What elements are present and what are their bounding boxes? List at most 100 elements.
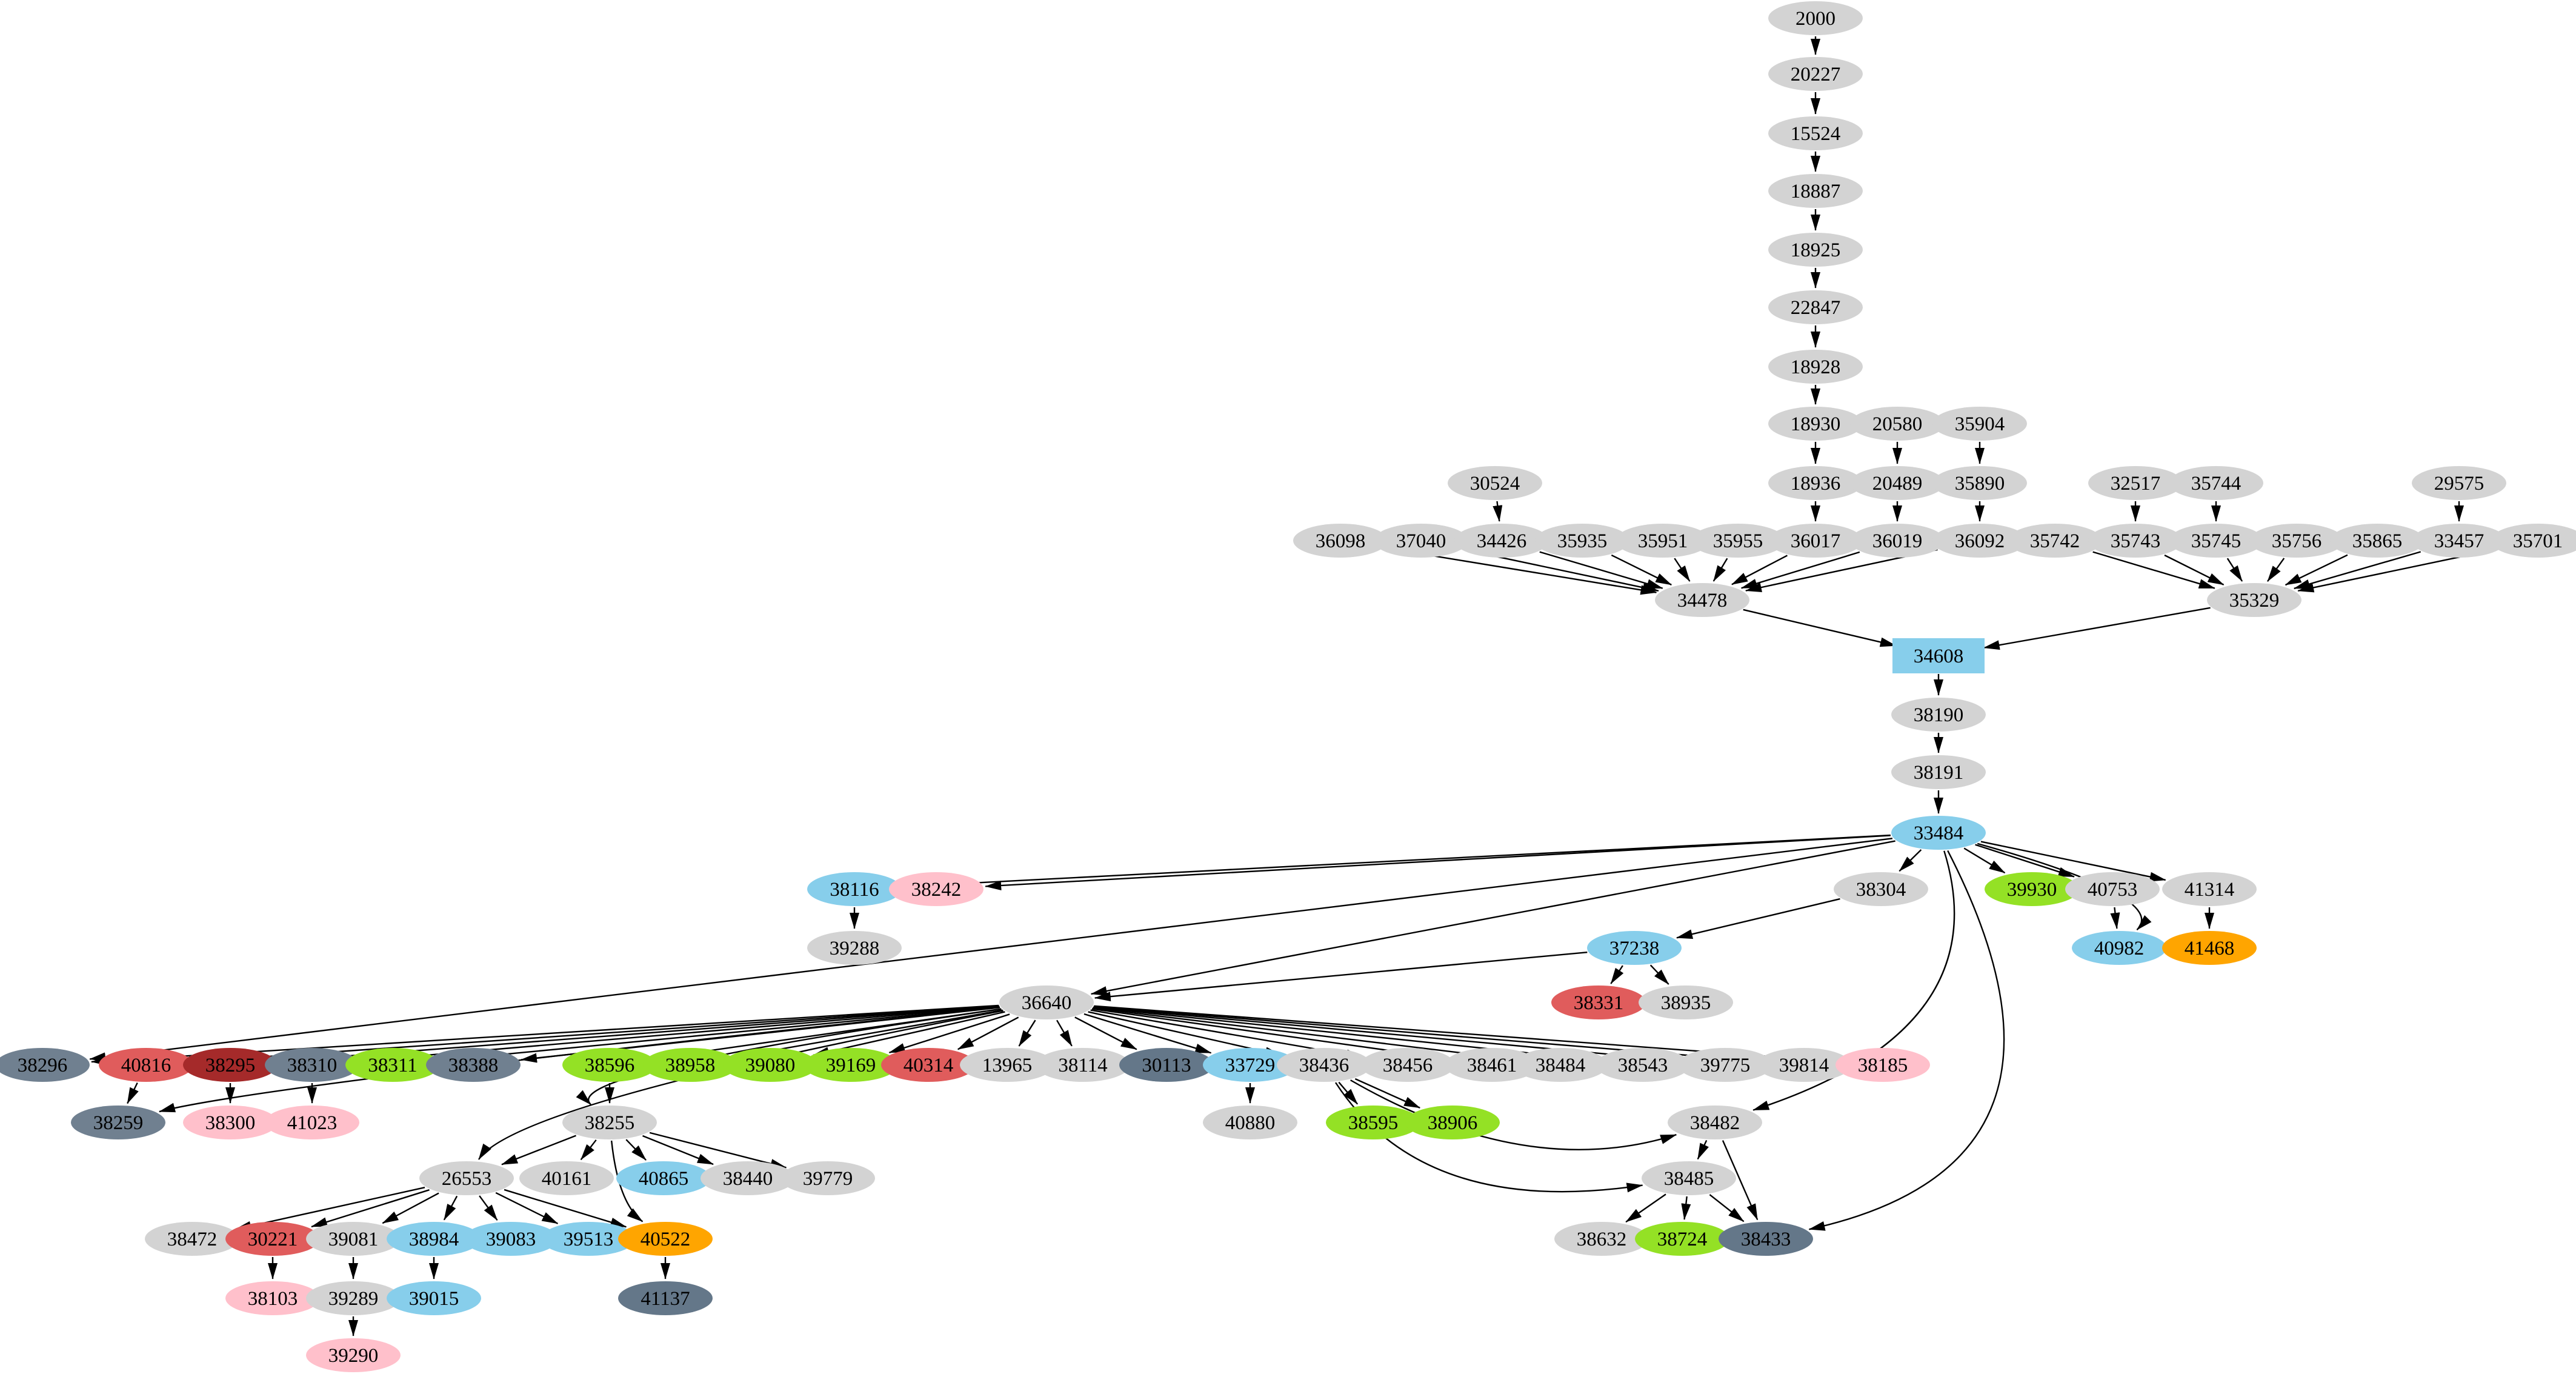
node-label: 36017 — [1791, 530, 1841, 552]
node-label: 37040 — [1396, 530, 1446, 552]
node-label: 39779 — [803, 1168, 853, 1190]
node-ellipse-shape — [807, 931, 902, 965]
node-33484: 33484 — [1891, 816, 1986, 850]
node-label: 39080 — [745, 1055, 796, 1076]
node-ellipse-shape — [807, 872, 902, 906]
node-18930: 18930 — [1768, 407, 1863, 441]
node-label: 35742 — [2030, 530, 2080, 552]
node-ellipse-shape — [387, 1222, 481, 1256]
node-label: 39015 — [409, 1288, 459, 1310]
node-36017: 36017 — [1768, 524, 1863, 558]
node-38958: 38958 — [643, 1048, 737, 1082]
edge-35743-35329 — [2164, 554, 2225, 585]
node-ellipse-shape — [2162, 872, 2257, 906]
edge-36640-38484 — [1092, 1007, 1514, 1062]
node-ellipse-shape — [183, 1048, 278, 1082]
node-label: 36098 — [1316, 530, 1366, 552]
node-39083: 39083 — [464, 1222, 558, 1256]
node-ellipse-shape — [1768, 290, 1863, 324]
node-ellipse-shape — [2088, 466, 2183, 500]
node-38433: 38433 — [1719, 1222, 1813, 1256]
node-39169: 39169 — [804, 1048, 898, 1082]
node-38632: 38632 — [1554, 1222, 1649, 1256]
node-ellipse-shape — [618, 1281, 713, 1315]
node-38300: 38300 — [183, 1106, 278, 1139]
edge-26553-40522 — [504, 1189, 627, 1228]
node-ellipse-shape — [225, 1222, 320, 1256]
edge-38255-40522 — [610, 1140, 644, 1222]
node-label: 33457 — [2434, 530, 2484, 552]
node-label: 38984 — [409, 1229, 459, 1250]
edge-26553-39513 — [495, 1192, 559, 1224]
node-22847: 22847 — [1768, 290, 1863, 324]
edge-38436-38482 — [1350, 1079, 1677, 1151]
node-label: 38440 — [723, 1168, 773, 1190]
node-ellipse-shape — [1850, 407, 1945, 441]
node-label: 38259 — [93, 1112, 144, 1134]
node-40522: 40522 — [618, 1222, 713, 1256]
node-35904: 35904 — [1932, 407, 2027, 441]
edge-33484-36640 — [1090, 840, 1895, 996]
node-ellipse-shape — [2330, 524, 2425, 558]
node-label: 38388 — [448, 1055, 499, 1076]
node-39775: 39775 — [1678, 1048, 1772, 1082]
node-39288: 39288 — [807, 931, 902, 965]
node-ellipse-shape — [780, 1161, 875, 1195]
node-33729: 33729 — [1203, 1048, 1297, 1082]
node-ellipse-shape — [618, 1222, 713, 1256]
node-36092: 36092 — [1932, 524, 2027, 558]
node-ellipse-shape — [1277, 1048, 1371, 1082]
node-label: 13965 — [982, 1055, 1033, 1076]
edge-38255-39779 — [649, 1132, 787, 1169]
node-label: 38116 — [830, 879, 879, 901]
edge-36640-13965 — [1018, 1019, 1036, 1047]
node-41468: 41468 — [2162, 931, 2257, 965]
node-box-shape — [1892, 638, 1985, 673]
node-label: 30524 — [1470, 473, 1520, 495]
node-38724: 38724 — [1635, 1222, 1729, 1256]
node-label: 34426 — [1477, 530, 1527, 552]
node-ellipse-shape — [2412, 466, 2506, 500]
node-ellipse-shape — [1642, 1161, 1736, 1195]
node-32517: 32517 — [2088, 466, 2183, 500]
node-30113: 30113 — [1119, 1048, 1214, 1082]
node-ellipse-shape — [723, 1048, 817, 1082]
node-39289: 39289 — [306, 1281, 401, 1315]
node-label: 38632 — [1577, 1229, 1627, 1250]
node-ellipse-shape — [464, 1222, 558, 1256]
edge-40753-40982 — [2110, 907, 2120, 930]
node-ellipse-shape — [1405, 1106, 1500, 1139]
node-40816: 40816 — [99, 1048, 193, 1082]
node-ellipse-shape — [1639, 985, 1733, 1019]
node-ellipse-shape — [1445, 1048, 1539, 1082]
node-label: 38472 — [167, 1229, 218, 1250]
node-ellipse-shape — [2169, 466, 2263, 500]
node-35744: 35744 — [2169, 466, 2263, 500]
node-ellipse-shape — [1551, 985, 1646, 1019]
node-label: 18936 — [1791, 473, 1841, 495]
edge-38304-37238 — [1676, 898, 1840, 939]
node-ellipse-shape — [881, 1048, 976, 1082]
node-38295: 38295 — [183, 1048, 278, 1082]
node-38482: 38482 — [1668, 1106, 1762, 1139]
node-38543: 38543 — [1596, 1048, 1690, 1082]
node-39081: 39081 — [306, 1222, 401, 1256]
node-label: 38103 — [248, 1288, 298, 1310]
node-ellipse-shape — [1203, 1048, 1297, 1082]
node-label: 41023 — [287, 1112, 338, 1134]
node-ellipse-shape — [1596, 1048, 1690, 1082]
node-ellipse-shape — [1835, 1048, 1930, 1082]
node-ellipse-shape — [562, 1106, 657, 1139]
node-ellipse-shape — [541, 1222, 636, 1256]
node-label: 38296 — [18, 1055, 68, 1076]
node-18925: 18925 — [1768, 233, 1863, 267]
node-ellipse-shape — [1678, 1048, 1772, 1082]
node-ellipse-shape — [1834, 872, 1928, 906]
node-label: 37238 — [1609, 938, 1660, 959]
node-label: 38311 — [368, 1055, 417, 1076]
node-label: 22847 — [1791, 297, 1841, 319]
node-35756: 35756 — [2249, 524, 2344, 558]
node-label: 20580 — [1872, 413, 1923, 435]
